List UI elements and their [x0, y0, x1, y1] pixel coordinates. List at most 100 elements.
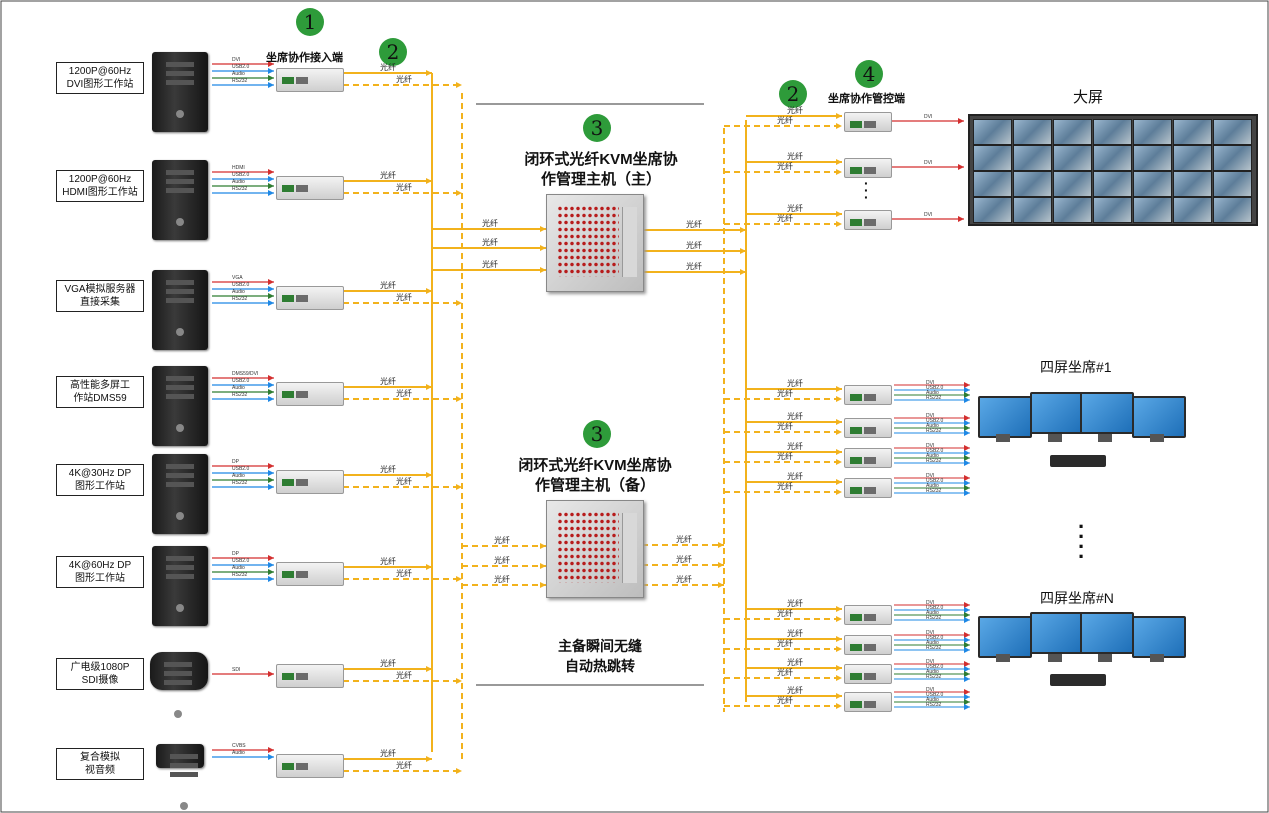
step-badge-2-right: 2	[779, 80, 807, 108]
seat-receiver-5-fiber-backup-arrowhead	[836, 616, 842, 622]
source-6-desc: 图形工作站	[75, 573, 125, 584]
backup-host-input-2-label: 光纤	[494, 556, 510, 565]
seat-receiver-8-signal-2-arrowhead	[964, 694, 970, 700]
seat-last-monitor-3	[1080, 612, 1134, 654]
seat-receiver-5-fiber-main-arrowhead	[836, 606, 842, 612]
source-2-workstation	[152, 160, 208, 240]
source-5-fiber-main-arrowhead	[426, 472, 432, 478]
source-3-signal-4-label: RS232	[232, 296, 248, 302]
screen-receiver-1-output-label: DVI	[924, 114, 933, 120]
source-1-signal-2-label: USB2.0	[232, 64, 250, 70]
backup-host-title-line1: 闭环式光纤KVM坐席协	[518, 457, 672, 474]
seat-receiver-8-main-label: 光纤	[787, 686, 803, 695]
seat-receiver-1-signal-1-arrowhead	[964, 382, 970, 388]
seat-receiver-6-signal-4-label: RS232	[926, 645, 942, 651]
source-3-name: VGA模拟服务器	[64, 284, 136, 295]
seat-receiver-8-signal-3-arrowhead	[964, 699, 970, 705]
source-8-fiber-main-label: 光纤	[380, 749, 396, 758]
seat-receiver-7-signal-3-arrowhead	[964, 671, 970, 677]
seat-receiver-1-signal-3-label: Audio	[926, 390, 939, 396]
seat-receiver-2-fiber-main-arrowhead	[836, 419, 842, 425]
access-end-header: 坐席协作接入端	[266, 52, 343, 64]
seat-receiver-5-signal-1-arrowhead	[964, 602, 970, 608]
screen-receiver-3-backup-label: 光纤	[777, 214, 793, 223]
main-host-title-line2: 作管理主机（主）	[540, 171, 661, 188]
source-4-desc: 作站DMS59	[73, 393, 127, 404]
seat-receiver-6-signal-3-arrowhead	[964, 642, 970, 648]
seat-receiver-8-fiber-main-arrowhead	[836, 693, 842, 699]
source-4-fiber-main-arrowhead	[426, 384, 432, 390]
source-3-signal-3-label: Audio	[232, 289, 245, 295]
source-6-signal-2-arrowhead	[268, 562, 274, 568]
source-2-signal-1-arrowhead	[268, 169, 274, 175]
source-3-workstation	[152, 270, 208, 350]
source-1-signal-4-arrowhead	[268, 82, 274, 88]
transmitter-8	[276, 754, 344, 778]
seat-receiver-5-signal-2-label: USB2.0	[926, 605, 944, 611]
screen-tile	[973, 197, 1012, 223]
transmitter-7	[276, 664, 344, 688]
screen-receiver-2	[844, 158, 892, 178]
source-5-signal-4-label: RS232	[232, 480, 248, 486]
source-1-signal-4-label: RS232	[232, 78, 248, 84]
seat-receiver-8-signal-2-label: USB2.0	[926, 692, 944, 698]
source-1-signal-3-arrowhead	[268, 75, 274, 81]
screen-receiver-1-main-label: 光纤	[787, 106, 803, 115]
source-5-signal-1-arrowhead	[268, 463, 274, 469]
source-6-signal-4-arrowhead	[268, 576, 274, 582]
backup-host-output-3-label: 光纤	[676, 575, 692, 584]
screen-receiver-1	[844, 112, 892, 132]
screen-receiver-3-output-label: DVI	[924, 212, 933, 218]
source-5-signal-3-label: Audio	[232, 473, 245, 479]
seat-receiver-7-main-label: 光纤	[787, 658, 803, 667]
source-1-fiber-backup-label: 光纤	[396, 75, 412, 84]
seat-receiver-4-signal-4-arrowhead	[964, 490, 970, 496]
source-3-fiber-backup-label: 光纤	[396, 293, 412, 302]
seat-receiver-3-signal-3-arrowhead	[964, 455, 970, 461]
screen-receiver-2-fiber-main-arrowhead	[836, 159, 842, 165]
seat-first-monitor-2	[1030, 392, 1084, 434]
seat-receiver-5-main-label: 光纤	[787, 599, 803, 608]
seat-last-monitor-2-stand	[1048, 654, 1062, 662]
screen-tile	[1133, 145, 1172, 171]
step-badge-4: 4	[855, 60, 883, 88]
seat-receiver-3-fiber-main-arrowhead	[836, 449, 842, 455]
seat-receiver-2-signal-3-label: Audio	[926, 423, 939, 429]
seat-receiver-6-main-label: 光纤	[787, 629, 803, 638]
source-2-signal-2-label: USB2.0	[232, 172, 250, 178]
screen-tile	[1013, 145, 1052, 171]
seat-receiver-7-signal-4-label: RS232	[926, 674, 942, 680]
source-2-signal-1-label: HDMI	[232, 165, 245, 171]
screen-tile	[1133, 171, 1172, 197]
backup-host-output-1-arrowhead	[718, 542, 724, 548]
source-4-signal-2-arrowhead	[268, 382, 274, 388]
seat-receiver-4-fiber-main-arrowhead	[836, 479, 842, 485]
main-host-title-line1: 闭环式光纤KVM坐席协	[524, 151, 678, 168]
transmitter-3	[276, 286, 344, 310]
seat-receiver-2-signal-2-label: USB2.0	[926, 418, 944, 424]
source-2-fiber-main-label: 光纤	[380, 171, 396, 180]
source-8-desc: 视音频	[85, 765, 115, 776]
source-7-camera	[150, 652, 208, 718]
backup-host-input-1-label: 光纤	[494, 536, 510, 545]
seat-receiver-3-signal-1-label: DVI	[926, 443, 935, 449]
source-1-signal-1-label: DVI	[232, 57, 241, 63]
source-6-fiber-backup-label: 光纤	[396, 569, 412, 578]
seat-receiver-8-signal-1-arrowhead	[964, 689, 970, 695]
seat-receiver-6-fiber-main-arrowhead	[836, 636, 842, 642]
seat-receiver-6-signal-3-label: Audio	[926, 640, 939, 646]
seat-receiver-6-signal-1-label: DVI	[926, 630, 935, 636]
seat-receiver-1-signal-1-label: DVI	[926, 380, 935, 386]
source-4-signal-1-arrowhead	[268, 375, 274, 381]
seat-first-monitor-1-stand	[996, 434, 1010, 442]
seat-last-monitor-4-stand	[1150, 654, 1164, 662]
source-6-fiber-main-arrowhead	[426, 564, 432, 570]
seat-receiver-1	[844, 385, 892, 405]
failover-line1: 主备瞬间无缝	[558, 638, 642, 654]
seat-first-keyboard	[1050, 455, 1106, 467]
step-badge-1: 1	[296, 8, 324, 36]
seat-receiver-6-signal-1-arrowhead	[964, 632, 970, 638]
seat-receiver-4-signal-4-label: RS232	[926, 488, 942, 494]
big-screen-wall	[968, 114, 1258, 226]
